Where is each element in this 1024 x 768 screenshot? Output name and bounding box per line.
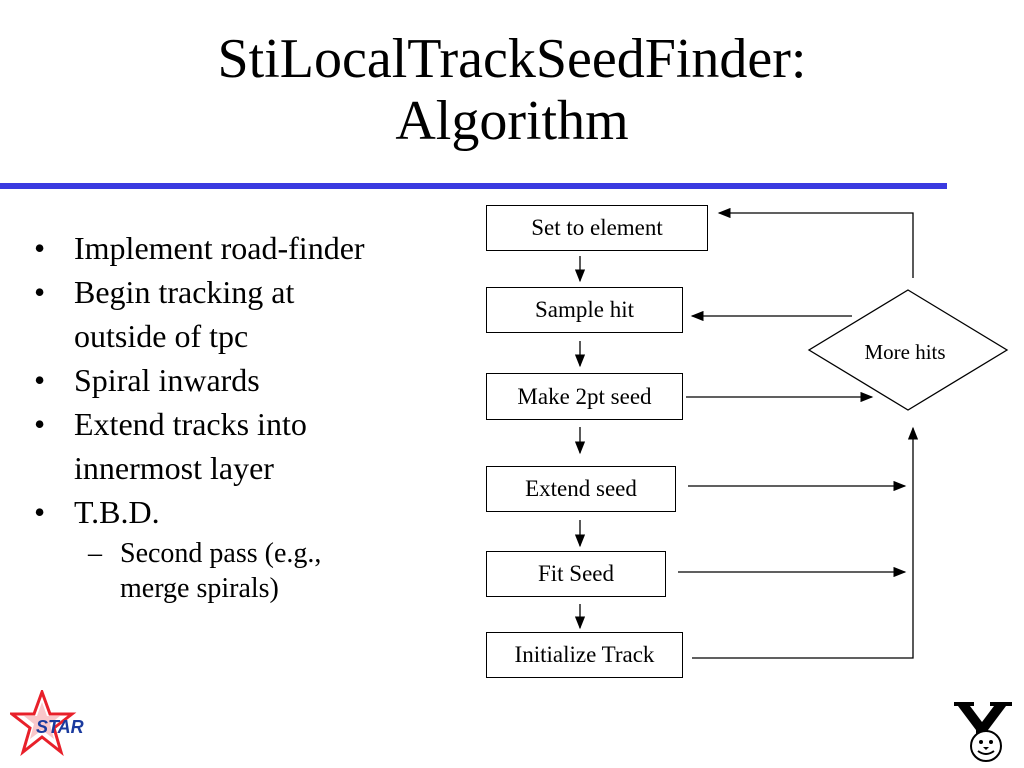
bullet-text: T.B.D. (74, 494, 160, 530)
arrow-morehits-to-set (717, 207, 914, 278)
bullet-text: Spiral inwards (74, 362, 260, 398)
decision-diamond (807, 289, 1009, 411)
slide-title: StiLocalTrackSeedFinder: Algorithm (0, 28, 1024, 152)
bullet-list: • Implement road-finder • Begin tracking… (30, 226, 450, 606)
bullet-text: outside of tpc (74, 318, 249, 354)
sub-bullet-dash: – (88, 538, 102, 569)
bullet-item: • T.B.D. (30, 490, 450, 534)
bullet-text: Implement road-finder (74, 230, 365, 266)
star-logo-icon: STAR (10, 690, 84, 756)
decision-label: More hits (864, 340, 946, 364)
bullet-dot: • (34, 406, 46, 442)
title-line-2: Algorithm (395, 90, 629, 152)
bullet-item: • Implement road-finder (30, 226, 450, 270)
sub-bullet-item: – Second pass (e.g., merge spirals) (30, 536, 450, 606)
arrow-init-to-morehits (692, 426, 919, 659)
title-divider (0, 183, 947, 189)
step-extend-seed: Extend seed (486, 466, 676, 512)
bullet-text: innermost layer (74, 450, 274, 486)
bullet-item: • Begin tracking at outside of tpc (30, 270, 450, 358)
bullet-dot: • (34, 362, 46, 398)
bullet-dot: • (34, 274, 46, 310)
bullet-text: Extend tracks into (74, 406, 307, 442)
bullet-item: • Spiral inwards (30, 358, 450, 402)
yale-bulldog-logo-icon (954, 702, 1012, 762)
title-line-1: StiLocalTrackSeedFinder: (217, 28, 807, 90)
bullet-item: • Extend tracks into innermost layer (30, 402, 450, 490)
step-sample-hit: Sample hit (486, 287, 683, 333)
step-fit-seed: Fit Seed (486, 551, 666, 597)
bullet-dot: • (34, 494, 46, 530)
sub-bullet-text: merge spirals) (120, 573, 279, 604)
step-make-2pt-seed: Make 2pt seed (486, 373, 683, 420)
star-logo-text: STAR (36, 717, 84, 737)
bullet-text: Begin tracking at (74, 274, 295, 310)
step-initialize-track: Initialize Track (486, 632, 683, 678)
sub-bullet-text: Second pass (e.g., (120, 538, 322, 569)
step-set-to-element: Set to element (486, 205, 708, 251)
bullet-dot: • (34, 230, 46, 266)
